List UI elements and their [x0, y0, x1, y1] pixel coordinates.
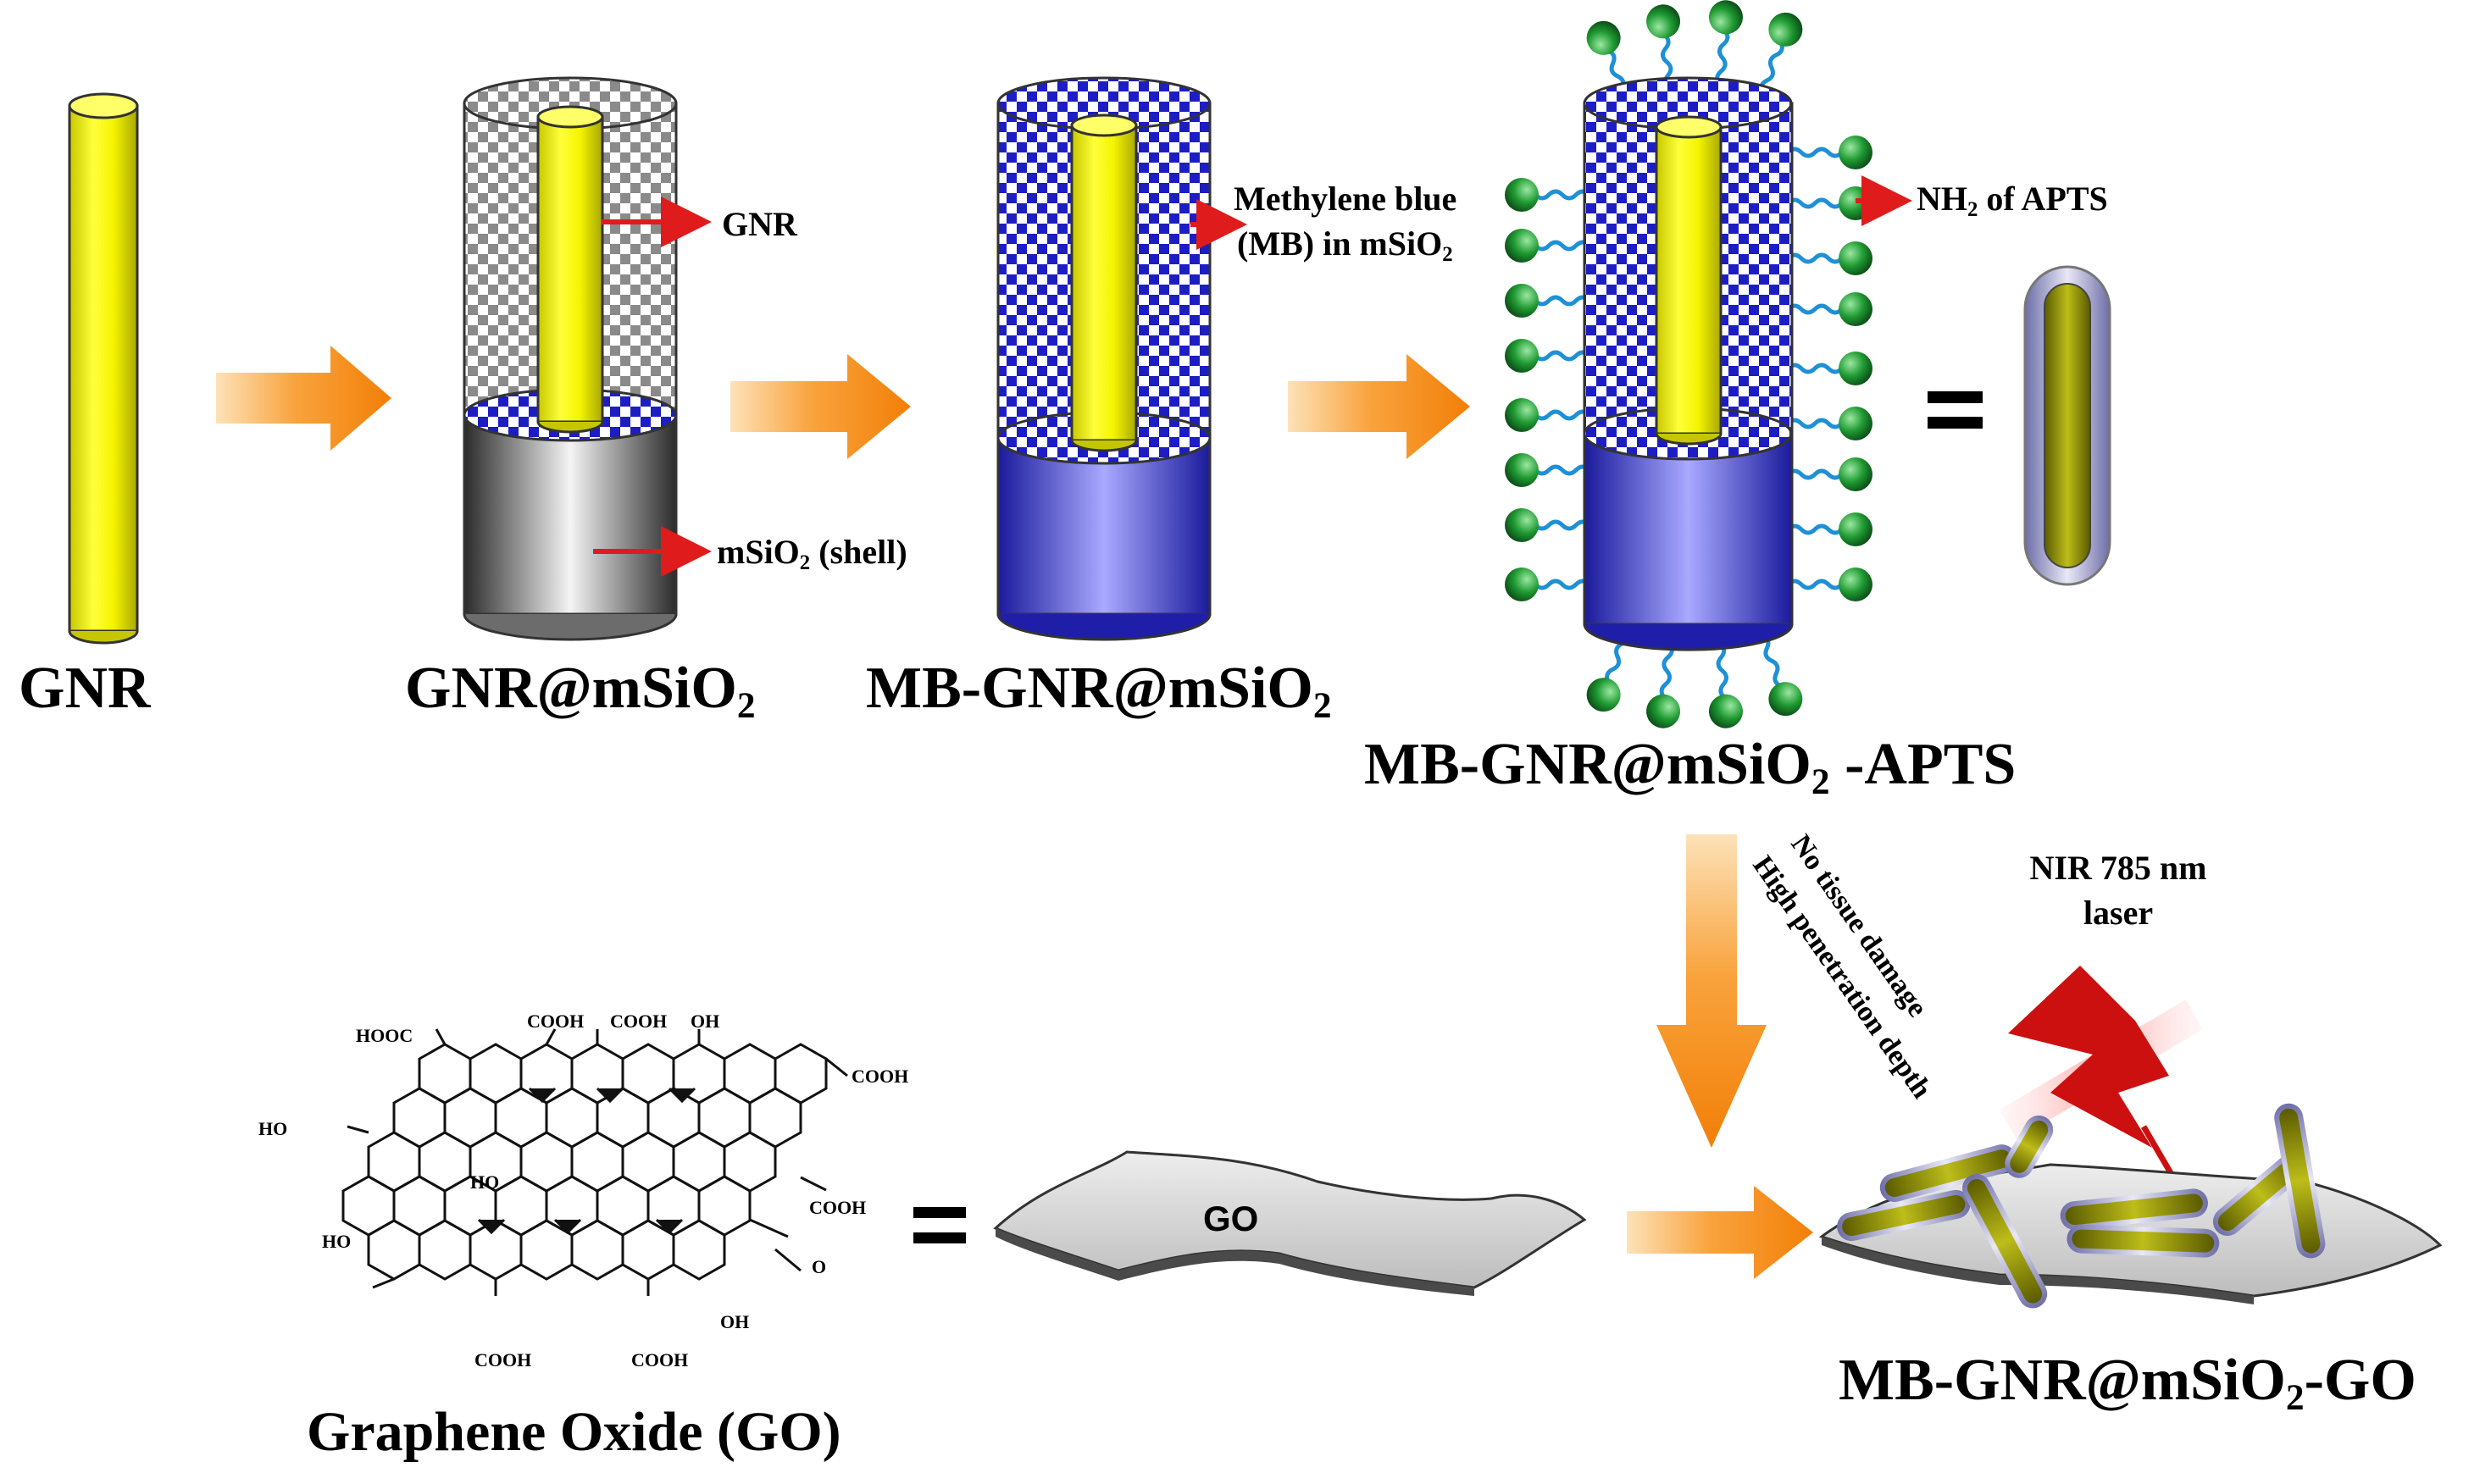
process-arrow-2 [730, 354, 911, 459]
lightning-icon [2008, 966, 2177, 1179]
laser-label-line1: NIR 785 nm [2029, 849, 2207, 887]
label-product: MB-GNR@mSiO2-GO [1839, 1348, 2416, 1419]
coated-rod-capsule [2023, 265, 2111, 586]
mb-gnr-msio2-cylinder [996, 76, 1212, 641]
go-group-cooh-1: COOH [527, 1011, 585, 1032]
equals-sign-bottom [913, 1207, 966, 1243]
go-group-cooh-5: COOH [474, 1349, 532, 1370]
go-group-cooh-4: COOH [809, 1197, 867, 1218]
go-group-hooc: HOOC [356, 1025, 413, 1046]
product-rods [1837, 1103, 2326, 1309]
pointer-label-mb-line2: (MB) in mSiO2 [1237, 224, 1453, 266]
label-mb-gnr-msio2: MB-GNR@mSiO2 [866, 656, 1332, 727]
process-arrow-down [1656, 834, 1767, 1148]
pointer-label-shell: mSiO2 (shell) [717, 533, 907, 574]
process-arrow-1 [216, 346, 391, 451]
pointer-label-gnr: GNR [722, 205, 797, 243]
go-group-o: O [812, 1256, 827, 1277]
gnr-rod [68, 92, 139, 645]
process-arrow-3 [1288, 354, 1470, 459]
label-mb-gnr-msio2-apts: MB-GNR@mSiO2 -APTS [1364, 732, 2017, 803]
equals-sign-top [1928, 391, 1983, 429]
gnr-msio2-cylinder [463, 76, 678, 641]
go-sheet [993, 1150, 1587, 1296]
go-group-ho-3: HO [322, 1231, 352, 1252]
go-group-cooh-6: COOH [631, 1349, 689, 1370]
go-group-cooh-3: COOH [852, 1066, 909, 1087]
label-graphene-oxide: Graphene Oxide (GO) [307, 1401, 841, 1463]
label-gnr-msio2: GNR@mSiO2 [405, 656, 756, 727]
go-group-ho-2: HO [470, 1171, 500, 1193]
go-group-oh-1: OH [691, 1011, 720, 1032]
mb-gnr-msio2-apts-cylinder [1505, 0, 1872, 729]
go-group-cooh-2: COOH [610, 1011, 668, 1032]
go-group-oh-2: OH [720, 1311, 750, 1332]
go-group-ho-1: HO [258, 1118, 288, 1139]
label-gnr: GNR [19, 656, 151, 721]
graphene-oxide-structure [341, 1028, 848, 1296]
label-go-sheet: GO [1203, 1199, 1259, 1238]
laser-label-line2: laser [2083, 894, 2154, 932]
pointer-label-mb-line1: Methylene blue [1234, 180, 1457, 218]
process-arrow-4 [1627, 1186, 1813, 1279]
pointer-label-amine: NH2 of APTS [1917, 180, 2108, 221]
